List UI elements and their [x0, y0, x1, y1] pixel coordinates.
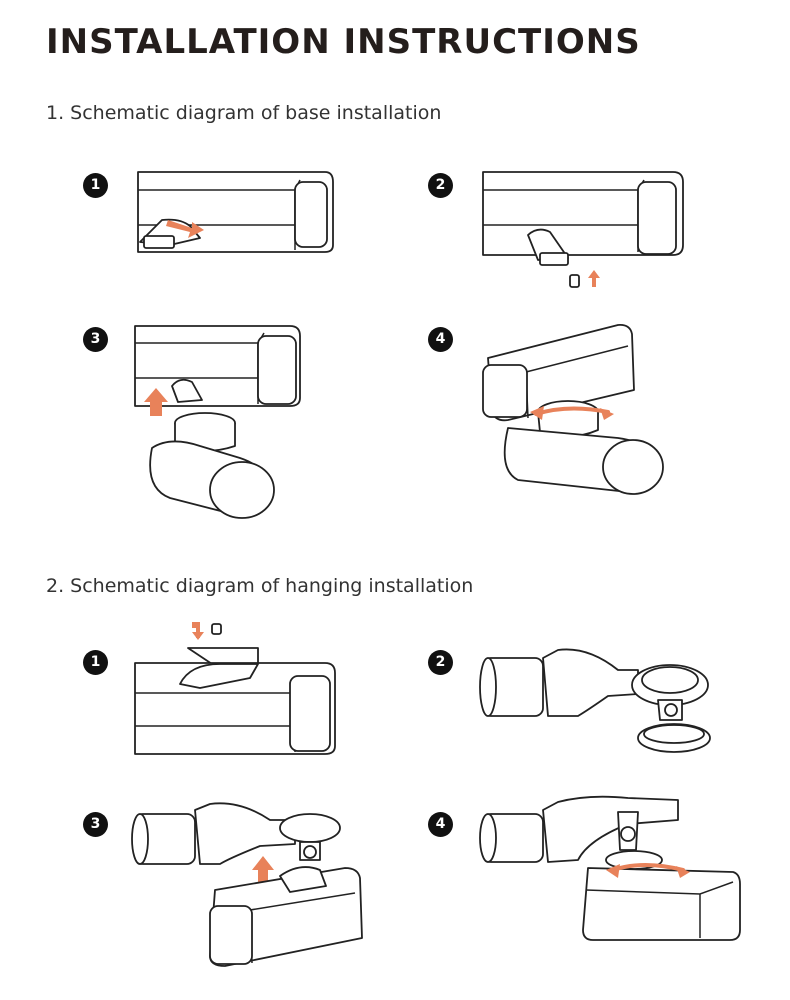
step-figure-push-light-up [131, 802, 363, 967]
step-figure-rotate-to-lock [482, 324, 664, 495]
step-badge: 3 [83, 327, 108, 352]
step-figure-out-front-mount [479, 648, 711, 753]
step-badge: 2 [428, 650, 453, 675]
step-figure-slide-base [137, 171, 334, 253]
step-figure-rotate-to-lock-hanging [479, 795, 741, 941]
step-badge: 1 [83, 650, 108, 675]
page-title: INSTALLATION INSTRUCTIONS [46, 22, 641, 62]
section-heading-base: 1. Schematic diagram of base installatio… [46, 102, 442, 124]
step-badge: 3 [83, 812, 108, 837]
step-badge: 2 [428, 173, 453, 198]
step-badge: 4 [428, 812, 453, 837]
step-figure-insert-screw [482, 171, 684, 288]
section-heading-hanging: 2. Schematic diagram of hanging installa… [46, 575, 474, 597]
step-figure-attach-adapter [134, 622, 336, 755]
step-badge: 1 [83, 173, 108, 198]
step-figure-mount-on-handlebar [134, 325, 301, 519]
step-badge: 4 [428, 327, 453, 352]
